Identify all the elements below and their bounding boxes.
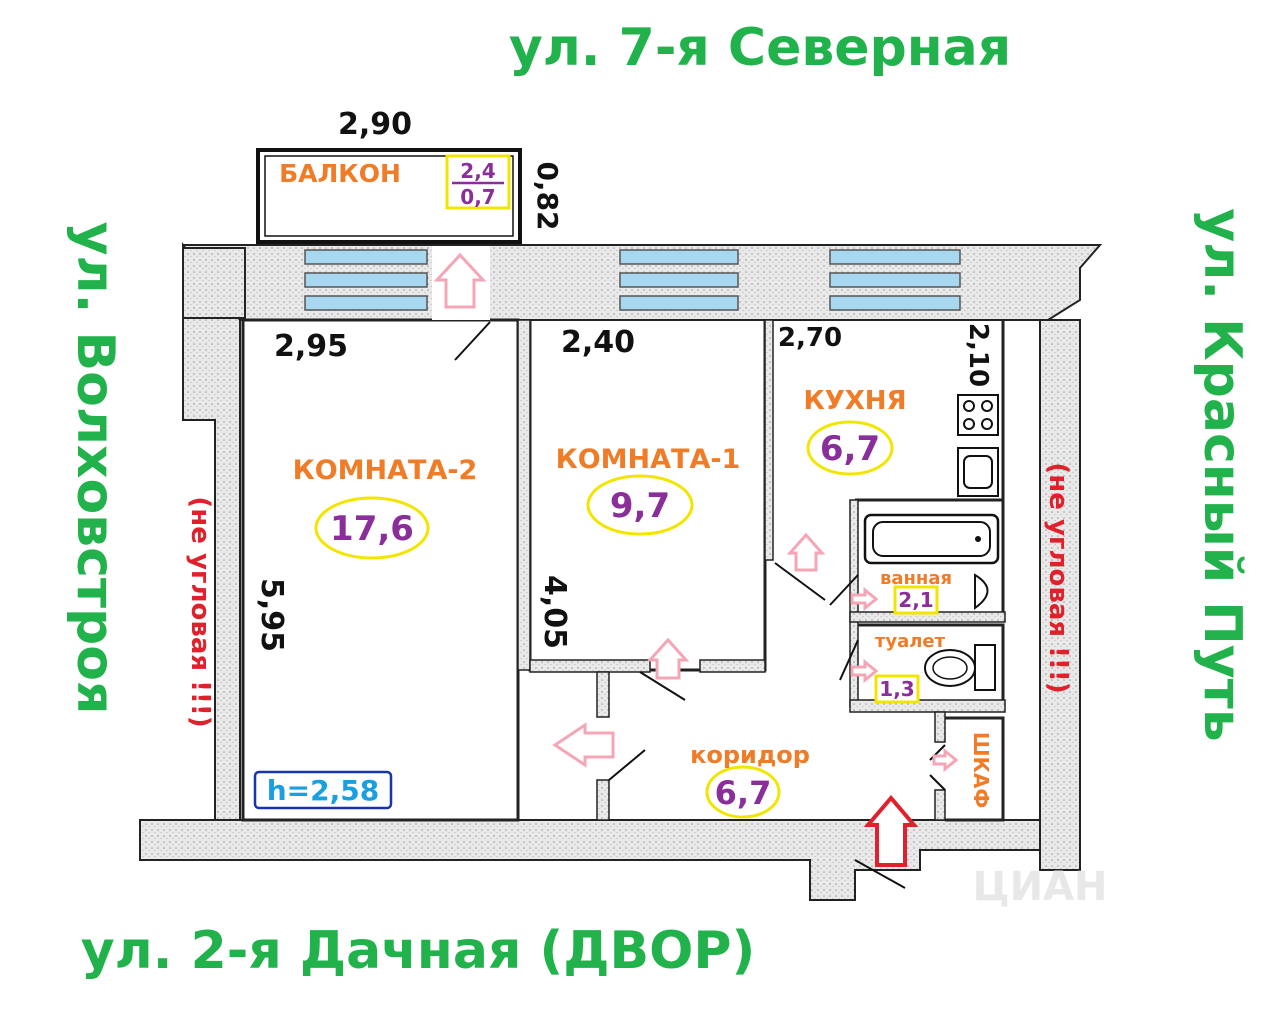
toilet-area: 1,3 bbox=[879, 677, 914, 701]
balcony-area-bottom: 0,7 bbox=[460, 185, 495, 209]
arrow-up-icon bbox=[433, 252, 487, 309]
balcony-label: БАЛКОН bbox=[279, 159, 401, 188]
height-box bbox=[253, 770, 393, 810]
kitchen-area-outline bbox=[806, 420, 894, 476]
toilet-label: туалет bbox=[875, 631, 946, 652]
arrow-left-icon bbox=[552, 722, 615, 768]
street-bottom: ул. 2-я Дачная (ДВОР) bbox=[81, 921, 756, 981]
room1-label: КОМНАТА-1 bbox=[556, 444, 741, 475]
windows bbox=[304, 249, 961, 311]
note-right: (не угловая !!!) bbox=[1043, 462, 1073, 693]
corridor-area-outline bbox=[705, 765, 781, 819]
balcony-area-top: 2,4 bbox=[460, 159, 495, 183]
dim-room1-width: 2,40 bbox=[561, 325, 635, 360]
arrow-up-icon bbox=[786, 532, 826, 572]
corridor-label: коридор bbox=[690, 741, 810, 769]
entrance-arrow-icon bbox=[863, 794, 919, 867]
dim-balcony-width: 2,90 bbox=[338, 107, 412, 142]
arrows bbox=[433, 252, 959, 773]
stove-icon bbox=[957, 394, 999, 436]
street-top: ул. 7-я Северная bbox=[509, 18, 1011, 78]
room2-label: КОМНАТА-2 bbox=[293, 455, 478, 486]
window-1 bbox=[304, 249, 428, 265]
bath-label: ванная bbox=[880, 568, 952, 589]
closet-label: ШКАФ bbox=[969, 732, 993, 808]
dim-room2-length: 5,95 bbox=[254, 578, 289, 652]
washbasin-icon bbox=[974, 573, 989, 610]
street-left: ул. Волховстроя bbox=[65, 222, 125, 715]
dim-kitchen-length: 2,10 bbox=[963, 323, 993, 387]
room1-area-outline bbox=[586, 474, 694, 536]
toilet-area-outline bbox=[874, 674, 920, 704]
wall-left-strip bbox=[182, 247, 246, 319]
arrow-right-icon bbox=[932, 747, 959, 773]
window-2 bbox=[619, 249, 739, 265]
room2-area-outline bbox=[314, 496, 430, 560]
sink-icon bbox=[957, 447, 999, 497]
ceiling-height: h=2,58 bbox=[267, 774, 379, 807]
window-3 bbox=[829, 249, 961, 265]
street-right: ул. Красный Путь bbox=[1192, 208, 1252, 741]
kitchen-label: КУХНЯ bbox=[803, 386, 906, 416]
dim-room1-length: 4,05 bbox=[537, 575, 572, 649]
arrow-up-icon bbox=[646, 637, 690, 680]
watermark: ЦИАН bbox=[972, 864, 1107, 910]
bath-area-outline bbox=[893, 585, 939, 615]
closet-block bbox=[945, 716, 1005, 822]
dim-kitchen-width: 2,70 bbox=[778, 323, 842, 353]
corridor-area: 6,7 bbox=[715, 774, 772, 812]
room1-area: 9,7 bbox=[610, 486, 670, 526]
kitchen-area: 6,7 bbox=[820, 429, 880, 469]
toilet-icon bbox=[924, 644, 996, 691]
room2-outline bbox=[241, 318, 520, 822]
bath-area: 2,1 bbox=[898, 588, 933, 612]
arrow-right-icon bbox=[850, 586, 879, 612]
room2-area: 17,6 bbox=[330, 509, 414, 549]
note-left: (не угловая !!!) bbox=[185, 496, 215, 727]
dim-balcony-depth: 0,82 bbox=[531, 161, 564, 230]
wall-bottom bbox=[139, 819, 1041, 901]
wall-right-outer bbox=[1039, 319, 1081, 871]
dim-room2-width: 2,95 bbox=[274, 329, 348, 364]
arrow-right-icon bbox=[850, 658, 879, 684]
bathtub-icon bbox=[863, 513, 1000, 565]
doors bbox=[454, 321, 946, 889]
